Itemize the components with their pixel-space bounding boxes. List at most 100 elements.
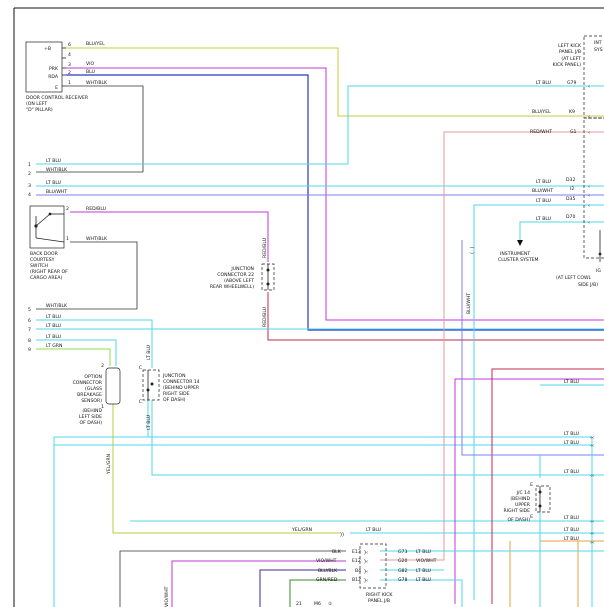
dcr-wire-label: WHT/BLK [86,80,108,86]
jc14r-caption: OF DASH) [508,517,531,523]
bd-caption: CARGO AREA) [30,275,63,281]
junction-connector-14: C C LT BLU LT BLU JUNCTION CONNECTOR 14 … [139,345,200,430]
wire-red-blu-2 [267,292,604,341]
jc22-wire-top: RED/BLU [262,238,268,258]
lkp-wire: LT BLU [536,216,551,222]
jc22-wire-bottom: RED/BLU [262,307,268,327]
ig-caption: IG [596,268,601,274]
jc14-wire-up: LT BLU [146,345,152,360]
wire-num: 4 [28,192,31,198]
ig-block: IG (AT LEFT COWL SIDE J/B) [556,230,602,288]
dcr-wire-label: BLU [86,69,95,75]
dcr-wire-label: BLU/YEL [86,41,105,47]
arrow-down-icon [517,240,523,246]
connector-symbol: )‹ [364,550,368,556]
wire-vio-right [454,378,604,604]
jc14-right: E E J/C 14 (BEHIND UPPER RIGHT SIDE OF D… [503,482,551,523]
connector-symbol: ‹ [588,114,590,120]
back-door-switch: 2 1 RED/BLU WHT/BLK BACK DOOR COURTESY S… [29,205,108,281]
dcr-pin-label: E [55,85,58,91]
ic-label: CLUSTER SYSTEM [498,257,539,263]
ic-label: INSTRUMENT [500,251,530,257]
connector-symbol: )‹ [364,569,368,575]
connector-symbol: ‹‹ [590,435,594,441]
yel-grn-splice: YEL/GRN )) LT BLU [291,527,381,538]
dcr-pin-num: 1 [68,80,71,86]
wire-wht-blk-bd [70,241,138,309]
lkp-pin: K9 [569,109,575,115]
wire-lt-blu-8 [36,339,117,366]
wire-lt-blu-d70 [519,221,604,240]
rkp-right-wire: LT BLU [416,568,431,574]
lkp-caption: LEFT KICK [558,43,582,49]
lkp-pin: D35 [566,196,575,202]
lkp-wire: RED/WHT [530,129,552,135]
jc22-caption: JUNCTION [230,266,254,272]
bottom-vertical-label: VIO/WHT [164,586,170,607]
wire-label: LT BLU [46,158,61,164]
lkp-wire: BLU/YEL [532,109,551,115]
wire-jc14-down [151,400,604,476]
dcr-pin-label: +B [44,46,51,52]
wire-jc14-left [53,390,149,607]
jc14-caption: (BEHIND UPPER [163,385,200,391]
oc-caption: (BEHIND [82,408,102,414]
jc14-caption: CONNECTOR 14 [163,379,200,385]
dcr-pin-label: RDA [48,74,59,80]
rkp-bottom: 21 [296,601,302,607]
jc14r-pin: E [530,482,533,488]
jc14r-caption: J/C 14 [516,490,530,496]
dcr-pin-label: PRK [49,66,59,72]
connector-symbol: ‹‹ [590,540,594,546]
door-control-receiver: +B PRK RDA E 6 4 3 2 1 BLU/YEL VIO BLU W… [25,41,108,113]
oc-caption: OPTION [84,374,102,380]
right-kick-panel: BLK VIO/WHT BLU/BLK GRN/RED E13 E12 B4 B… [296,543,437,607]
wire-vio-wht-e12 [171,560,346,607]
wire-blu-yel [66,47,604,117]
rs-wire: LT BLU [564,469,579,475]
wire-blk-e13 [119,550,346,607]
wire-lt-blu-6 [36,319,153,368]
rkp-left-pin: E13 [352,549,361,555]
dcr-wire-label: VIO [86,61,94,67]
rkp-right-pin: G73 [398,549,407,555]
rkp-left-pin: E12 [352,558,361,564]
dcr-caption: (ON LEFT [26,101,47,107]
lkp-wire: LT BLU [536,80,551,86]
jc14r-caption: (BEHIND [510,496,530,502]
lkp-side-caption: INT [594,40,602,46]
connector-symbol: ‹ [588,184,590,190]
wire-label: LT GRN [46,343,62,349]
rs-wire: LT BLU [564,379,579,385]
jc14-wire-down: LT BLU [146,415,152,430]
rkp-right-wire: VIO/WHT [416,558,437,564]
lkp-caption: PANEL J/B [559,49,581,55]
option-connector: 2 1 OPTION CONNECTOR (GLASS BREAKAGE SEN… [73,363,121,475]
bd-caption: COURTESY [30,257,55,263]
wire-list-b: 5 6 7 8 9 WHT/BLK LT BLU LT BLU LT BLU L… [28,303,68,353]
dcr-pin-num: 2 [68,70,71,76]
bd-wire: RED/BLU [86,206,106,212]
jc14r-caption: UPPER [515,502,531,508]
rkp-left-wire: VIO/WHT [316,558,337,564]
oc-caption: (GLASS [85,386,102,392]
wire-blu-blk-b4 [259,569,346,607]
lkp-wire: LT BLU [536,198,551,204]
wire-lt-blu-d35 [473,204,604,600]
lkp-pin: G79 [567,80,576,86]
rkp-left-wire: BLK [332,549,342,555]
wire-label: LT BLU [46,180,61,186]
wire-num: 8 [28,338,31,344]
bd-pin: 1 [66,236,69,242]
rkp-bottom: M6 [314,601,321,607]
dcr-pin-num: 3 [68,62,71,68]
rkp-right-pin: G82 [398,568,407,574]
rs-wire: LT BLU [564,536,579,542]
wire-label: LT BLU [46,323,61,329]
rkp-left-pin: B12 [352,577,361,583]
ig-caption: (AT LEFT COWL [556,275,591,281]
jc14-pin: C [139,399,142,405]
jc14r-caption: RIGHT SIDE [503,508,530,514]
wire-label: WHT/BLK [46,167,68,173]
